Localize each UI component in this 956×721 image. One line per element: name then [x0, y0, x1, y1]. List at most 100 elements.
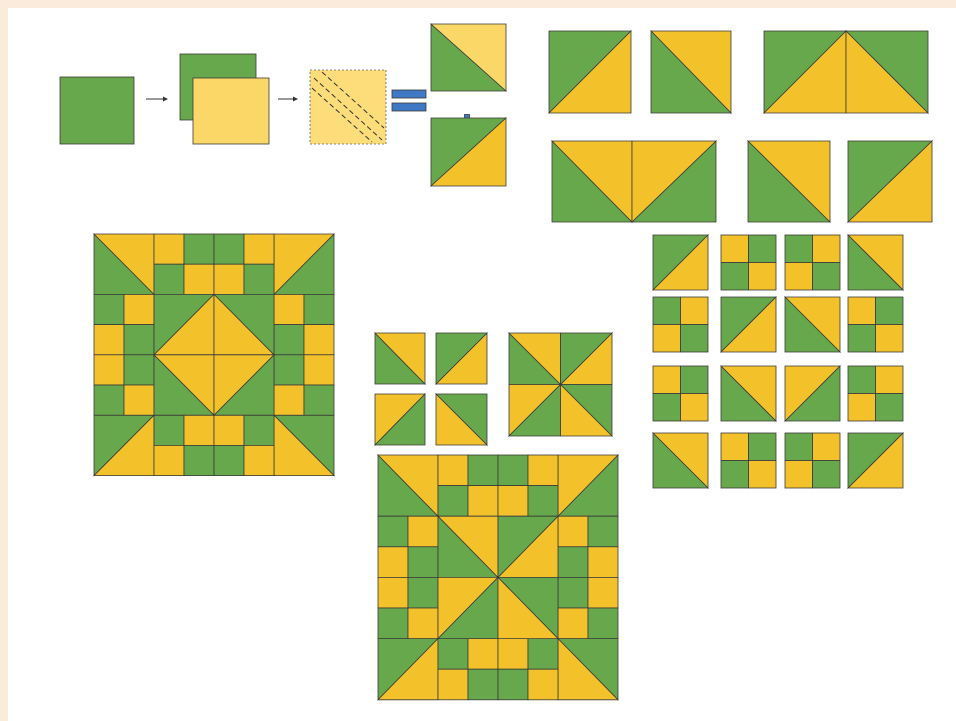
edge-square	[498, 455, 528, 486]
edge-square	[558, 577, 588, 608]
edge-square	[244, 234, 274, 264]
edge-square	[124, 355, 154, 385]
half-square-triangle	[375, 333, 425, 384]
four-patch	[785, 235, 840, 290]
green-fabric-square	[60, 77, 134, 144]
edge-square	[378, 577, 408, 608]
edge-square	[528, 639, 558, 670]
half-square-triangle	[375, 394, 425, 445]
fabric-square	[848, 366, 876, 394]
edge-square	[528, 669, 558, 700]
half-square-triangle	[558, 455, 618, 516]
edge-square	[274, 294, 304, 324]
fabric-square	[876, 366, 904, 394]
half-square-triangle	[498, 516, 558, 577]
fabric-square	[749, 263, 777, 291]
fabric-square	[749, 461, 777, 489]
half-square-triangle	[509, 333, 561, 385]
edge-square	[184, 415, 214, 445]
half-square-triangle	[848, 141, 932, 222]
edge-square	[214, 445, 244, 475]
fabric-square	[813, 433, 841, 461]
fabric-square	[681, 394, 709, 422]
edge-square	[154, 445, 184, 475]
half-square-triangle	[561, 333, 613, 385]
edge-square	[124, 294, 154, 324]
edge-square	[94, 355, 124, 385]
edge-square	[94, 294, 124, 324]
edge-square	[274, 385, 304, 415]
fabric-square	[785, 235, 813, 263]
arrow-head	[163, 97, 168, 102]
edge-square	[154, 234, 184, 264]
pinwheel-assembled	[509, 333, 612, 436]
half-square-triangle	[785, 366, 840, 421]
edge-square	[528, 486, 558, 517]
half-square-triangle	[549, 31, 631, 113]
fabric-square	[721, 433, 749, 461]
fabric-square	[653, 394, 681, 422]
edge-square	[214, 415, 244, 445]
step-sequence	[60, 54, 386, 144]
fabric-square	[848, 297, 876, 325]
edge-square	[438, 669, 468, 700]
edge-square	[304, 385, 334, 415]
half-square-triangle	[436, 333, 487, 384]
edge-square	[124, 385, 154, 415]
fabric-square	[681, 325, 709, 353]
half-square-triangle	[498, 577, 558, 638]
edge-square	[408, 516, 438, 547]
fabric-square	[721, 263, 749, 291]
four-patch	[653, 297, 708, 352]
fabric-square	[721, 235, 749, 263]
edge-square	[588, 547, 618, 578]
edge-square	[528, 455, 558, 486]
pinwheel-parts	[375, 333, 487, 445]
half-square-triangle	[509, 385, 561, 437]
half-square-triangle	[721, 297, 776, 352]
edge-square	[588, 577, 618, 608]
half-square-triangle	[431, 118, 506, 186]
half-square-triangle	[154, 355, 214, 415]
fabric-square	[876, 394, 904, 422]
fabric-square	[721, 461, 749, 489]
edge-square	[304, 355, 334, 385]
half-square-triangle	[721, 366, 776, 421]
edge-square	[184, 264, 214, 294]
edge-square	[498, 669, 528, 700]
arrow-right-icon	[146, 97, 168, 102]
edge-square	[304, 294, 334, 324]
fabric-square	[749, 235, 777, 263]
fabric-square	[848, 325, 876, 353]
unit-grid	[653, 235, 903, 488]
edge-square	[378, 547, 408, 578]
arrow-right-icon	[278, 97, 298, 102]
edge-square	[184, 445, 214, 475]
edge-square	[408, 608, 438, 639]
four-patch	[721, 235, 776, 290]
edge-square	[244, 264, 274, 294]
edge-square	[214, 264, 244, 294]
fabric-square	[876, 325, 904, 353]
edge-square	[94, 385, 124, 415]
arrow-head	[293, 97, 298, 102]
edge-square	[498, 639, 528, 670]
edge-square	[94, 325, 124, 355]
edge-square	[558, 608, 588, 639]
half-square-triangle	[378, 639, 438, 700]
half-square-triangle	[653, 433, 708, 488]
equals-sign-icon	[392, 90, 426, 111]
half-square-triangle	[552, 141, 632, 222]
fabric-square	[653, 297, 681, 325]
yellow-fabric-square-front	[193, 78, 269, 144]
block-pinwheel	[378, 455, 618, 700]
edge-square	[378, 608, 408, 639]
edge-square	[558, 547, 588, 578]
half-square-triangle	[154, 294, 214, 354]
edge-square	[468, 639, 498, 670]
half-square-triangle	[748, 141, 830, 222]
fabric-square	[813, 461, 841, 489]
half-square-triangle	[632, 141, 716, 222]
fabric-square	[785, 433, 813, 461]
fabric-square	[785, 461, 813, 489]
